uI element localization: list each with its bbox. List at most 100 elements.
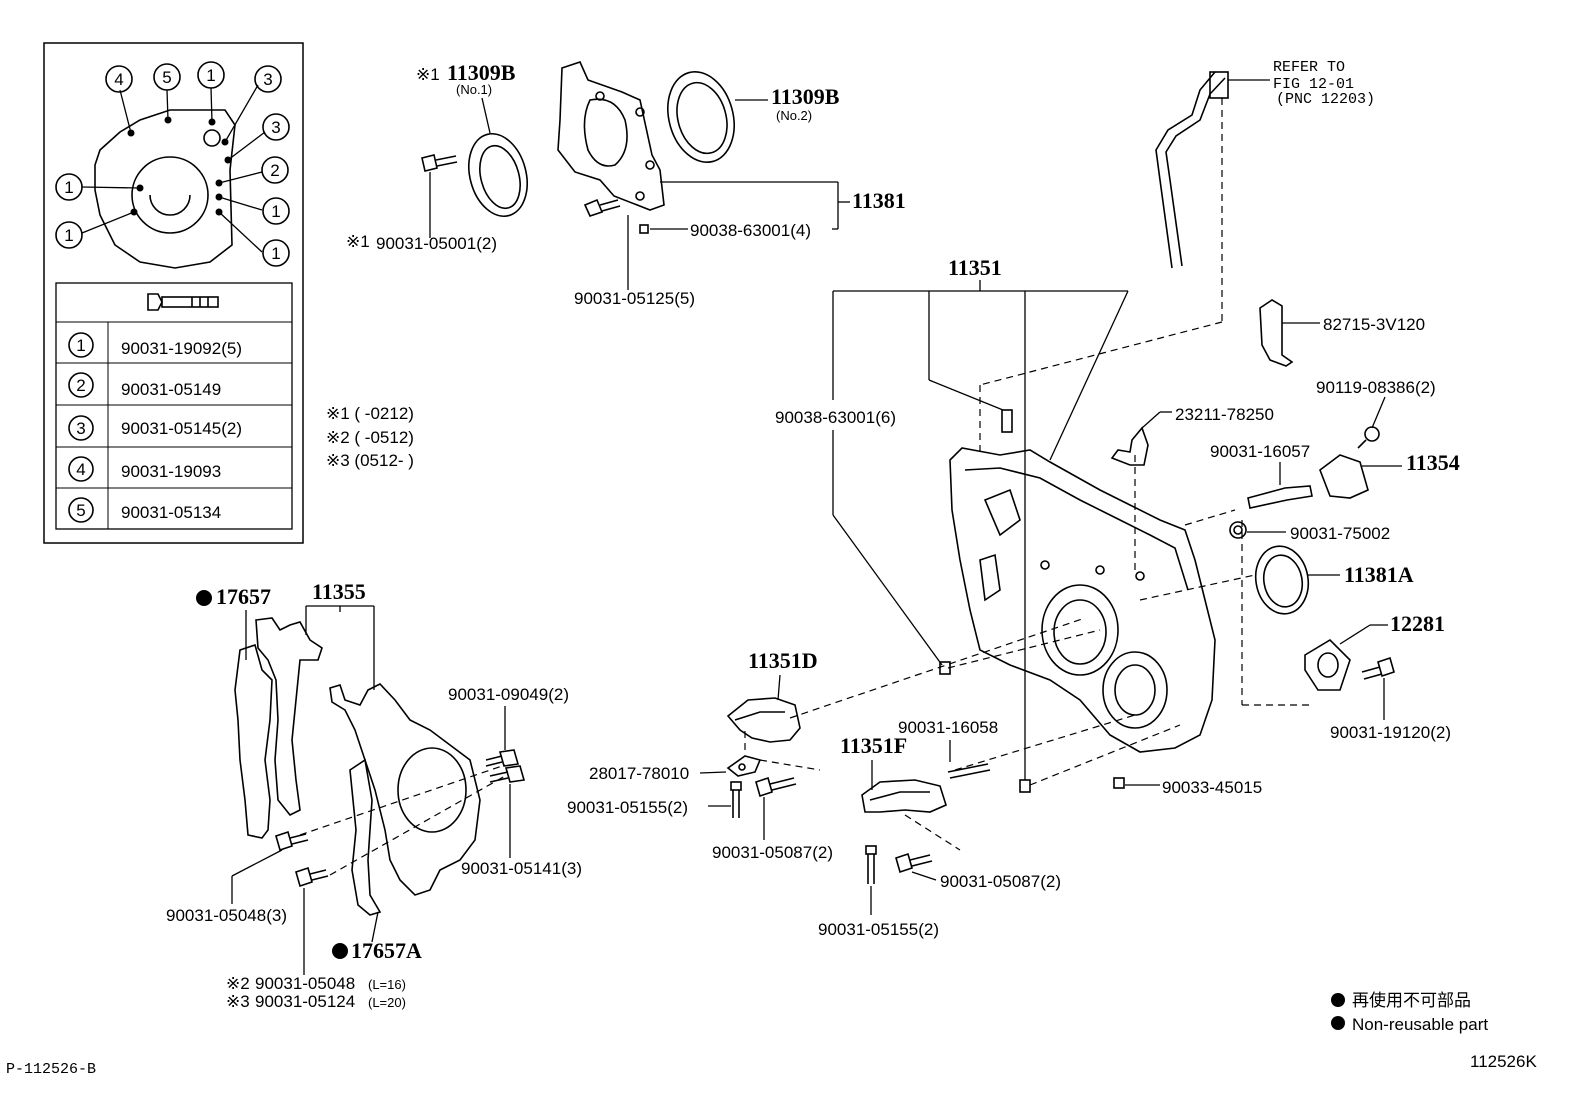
svg-text:90031-16058: 90031-16058 (898, 718, 998, 737)
svg-text:1: 1 (76, 336, 85, 355)
part-90038-63001-4: 90038-63001(4) (639, 221, 838, 240)
part-90031-05048: 90031-05048(3) (166, 830, 309, 925)
svg-text:(L=20): (L=20) (368, 995, 406, 1010)
bolt-icon (147, 293, 219, 311)
svg-text:(No.1): (No.1) (456, 82, 492, 97)
svg-text:11351D: 11351D (748, 648, 818, 673)
part-28017: 28017-78010 (589, 730, 821, 783)
part-90031-16057: 90031-16057 (1210, 442, 1313, 509)
callout-1b: 1 (262, 197, 290, 225)
callout-3b: 3 (262, 113, 290, 141)
part-90031-05125: 90031-05125(5) (574, 198, 695, 308)
svg-text:90038-63001(6): 90038-63001(6) (775, 408, 896, 427)
svg-text:3: 3 (76, 419, 85, 438)
svg-text:90031-05125(5): 90031-05125(5) (574, 289, 695, 308)
model-notes: ※1 ( -0212) ※2 ( -0512) ※3 (0512- ) (326, 404, 414, 470)
svg-text:11355: 11355 (312, 579, 366, 604)
table-row: 4 90031-19093 (68, 456, 221, 482)
svg-text:1: 1 (64, 178, 73, 197)
svg-text:12281: 12281 (1390, 611, 1445, 636)
svg-text:※1 ( -0212): ※1 ( -0212) (326, 404, 414, 423)
svg-text:90031-05124: 90031-05124 (255, 992, 355, 1011)
legend: 再使用不可部品 Non-reusable part (1331, 990, 1488, 1034)
part-11309b-no1: ※1 11309B (No.1) (416, 60, 528, 218)
svg-text:90038-63001(4): 90038-63001(4) (690, 221, 811, 240)
svg-text:90031-05155(2): 90031-05155(2) (818, 920, 939, 939)
svg-text:90031-05087(2): 90031-05087(2) (712, 843, 833, 862)
part-11309b-no2: 11309B (No.2) (667, 71, 840, 163)
part-11351f: 11351F (840, 733, 947, 813)
part-11351-label: 11351 90038-63001(6) (775, 255, 1129, 780)
svg-text:2: 2 (76, 376, 85, 395)
svg-text:(No.2): (No.2) (776, 108, 812, 123)
part-11355: 11355 (255, 579, 481, 916)
part-90031-05155-a: 90031-05155(2) (567, 781, 742, 818)
svg-text:90031-05001(2): 90031-05001(2) (376, 234, 497, 253)
svg-text:11351: 11351 (948, 255, 1002, 280)
callout-1c: 1 (262, 239, 290, 267)
dowel-pins (939, 409, 1031, 793)
svg-text:4: 4 (114, 70, 123, 89)
svg-text:11381: 11381 (852, 188, 906, 213)
svg-text:90031-19093: 90031-19093 (121, 462, 221, 481)
table-row: 1 90031-19092(5) (68, 332, 242, 358)
svg-text:※3 (0512- ): ※3 (0512- ) (326, 451, 414, 470)
part-23211: 23211-78250 (1110, 405, 1274, 466)
svg-text:90119-08386(2): 90119-08386(2) (1316, 378, 1436, 397)
callout-4: 4 (105, 65, 133, 93)
table-row: 2 90031-05149 (68, 372, 221, 399)
svg-text:11309B: 11309B (771, 84, 840, 109)
svg-text:5: 5 (162, 68, 171, 87)
part-90031-05001: ※1 90031-05001(2) (346, 154, 497, 253)
table-row: 3 90031-05145(2) (68, 415, 242, 441)
part-11351d: 11351D (726, 648, 818, 743)
part-90031-05087-a: 90031-05087(2) (712, 776, 833, 862)
svg-text:FIG 12-01: FIG 12-01 (1273, 76, 1354, 93)
svg-text:90031-19092(5): 90031-19092(5) (121, 339, 242, 358)
svg-text:90031-05149: 90031-05149 (121, 380, 221, 399)
svg-text:90031-05134: 90031-05134 (121, 503, 221, 522)
svg-text:11309B: 11309B (447, 60, 516, 85)
svg-text:90031-05145(2): 90031-05145(2) (121, 419, 242, 438)
assembly-lines (299, 385, 1310, 876)
part-90119: 90119-08386(2) (1316, 378, 1436, 449)
svg-text:(L=16): (L=16) (368, 977, 406, 992)
svg-text:3: 3 (263, 70, 272, 89)
svg-text:※1: ※1 (346, 232, 370, 251)
svg-text:1: 1 (206, 66, 215, 85)
svg-text:90031-05141(3): 90031-05141(3) (461, 859, 582, 878)
callout-1d: 1 (55, 173, 83, 201)
svg-text:23211-78250: 23211-78250 (1175, 405, 1274, 424)
callout-1a: 1 (197, 61, 225, 89)
svg-text:1: 1 (271, 202, 280, 221)
svg-text:(PNC 12203): (PNC 12203) (1276, 91, 1375, 108)
part-11354: 11354 (1319, 450, 1460, 499)
svg-text:2: 2 (270, 161, 279, 180)
svg-text:17657A: 17657A (351, 938, 422, 963)
callout-2: 2 (261, 156, 289, 184)
part-90031-05155-b: 90031-05155(2) (818, 845, 939, 939)
part-90031-16058: 90031-16058 (898, 718, 998, 779)
part-90031-09049: 90031-09049(2) (448, 685, 569, 767)
svg-text:90031-09049(2): 90031-09049(2) (448, 685, 569, 704)
svg-text:90031-05087(2): 90031-05087(2) (940, 872, 1061, 891)
inset-panel: 4 5 1 3 3 2 1 1 1 1 (43, 42, 304, 544)
oil-tube: REFER TO FIG 12-01 (PNC 12203) (979, 59, 1375, 386)
svg-text:90033-45015: 90033-45015 (1162, 778, 1262, 797)
svg-text:Non-reusable part: Non-reusable part (1352, 1015, 1488, 1034)
svg-text:90031-75002: 90031-75002 (1290, 524, 1390, 543)
part-12281: 12281 (1304, 611, 1445, 691)
svg-text:90031-05048(3): 90031-05048(3) (166, 906, 287, 925)
svg-text:4: 4 (76, 460, 85, 479)
part-90031-75002: 90031-75002 (1229, 521, 1390, 543)
svg-text:28017-78010: 28017-78010 (589, 764, 689, 783)
svg-text:※2 ( -0512): ※2 ( -0512) (326, 428, 414, 447)
svg-text:再使用不可部品: 再使用不可部品 (1352, 990, 1471, 1010)
svg-text:1: 1 (64, 226, 73, 245)
svg-text:REFER TO: REFER TO (1273, 59, 1345, 76)
table-row: 5 90031-05134 (68, 497, 221, 523)
part-17657: 17657 (196, 584, 273, 839)
part-11351-case (949, 447, 1216, 753)
